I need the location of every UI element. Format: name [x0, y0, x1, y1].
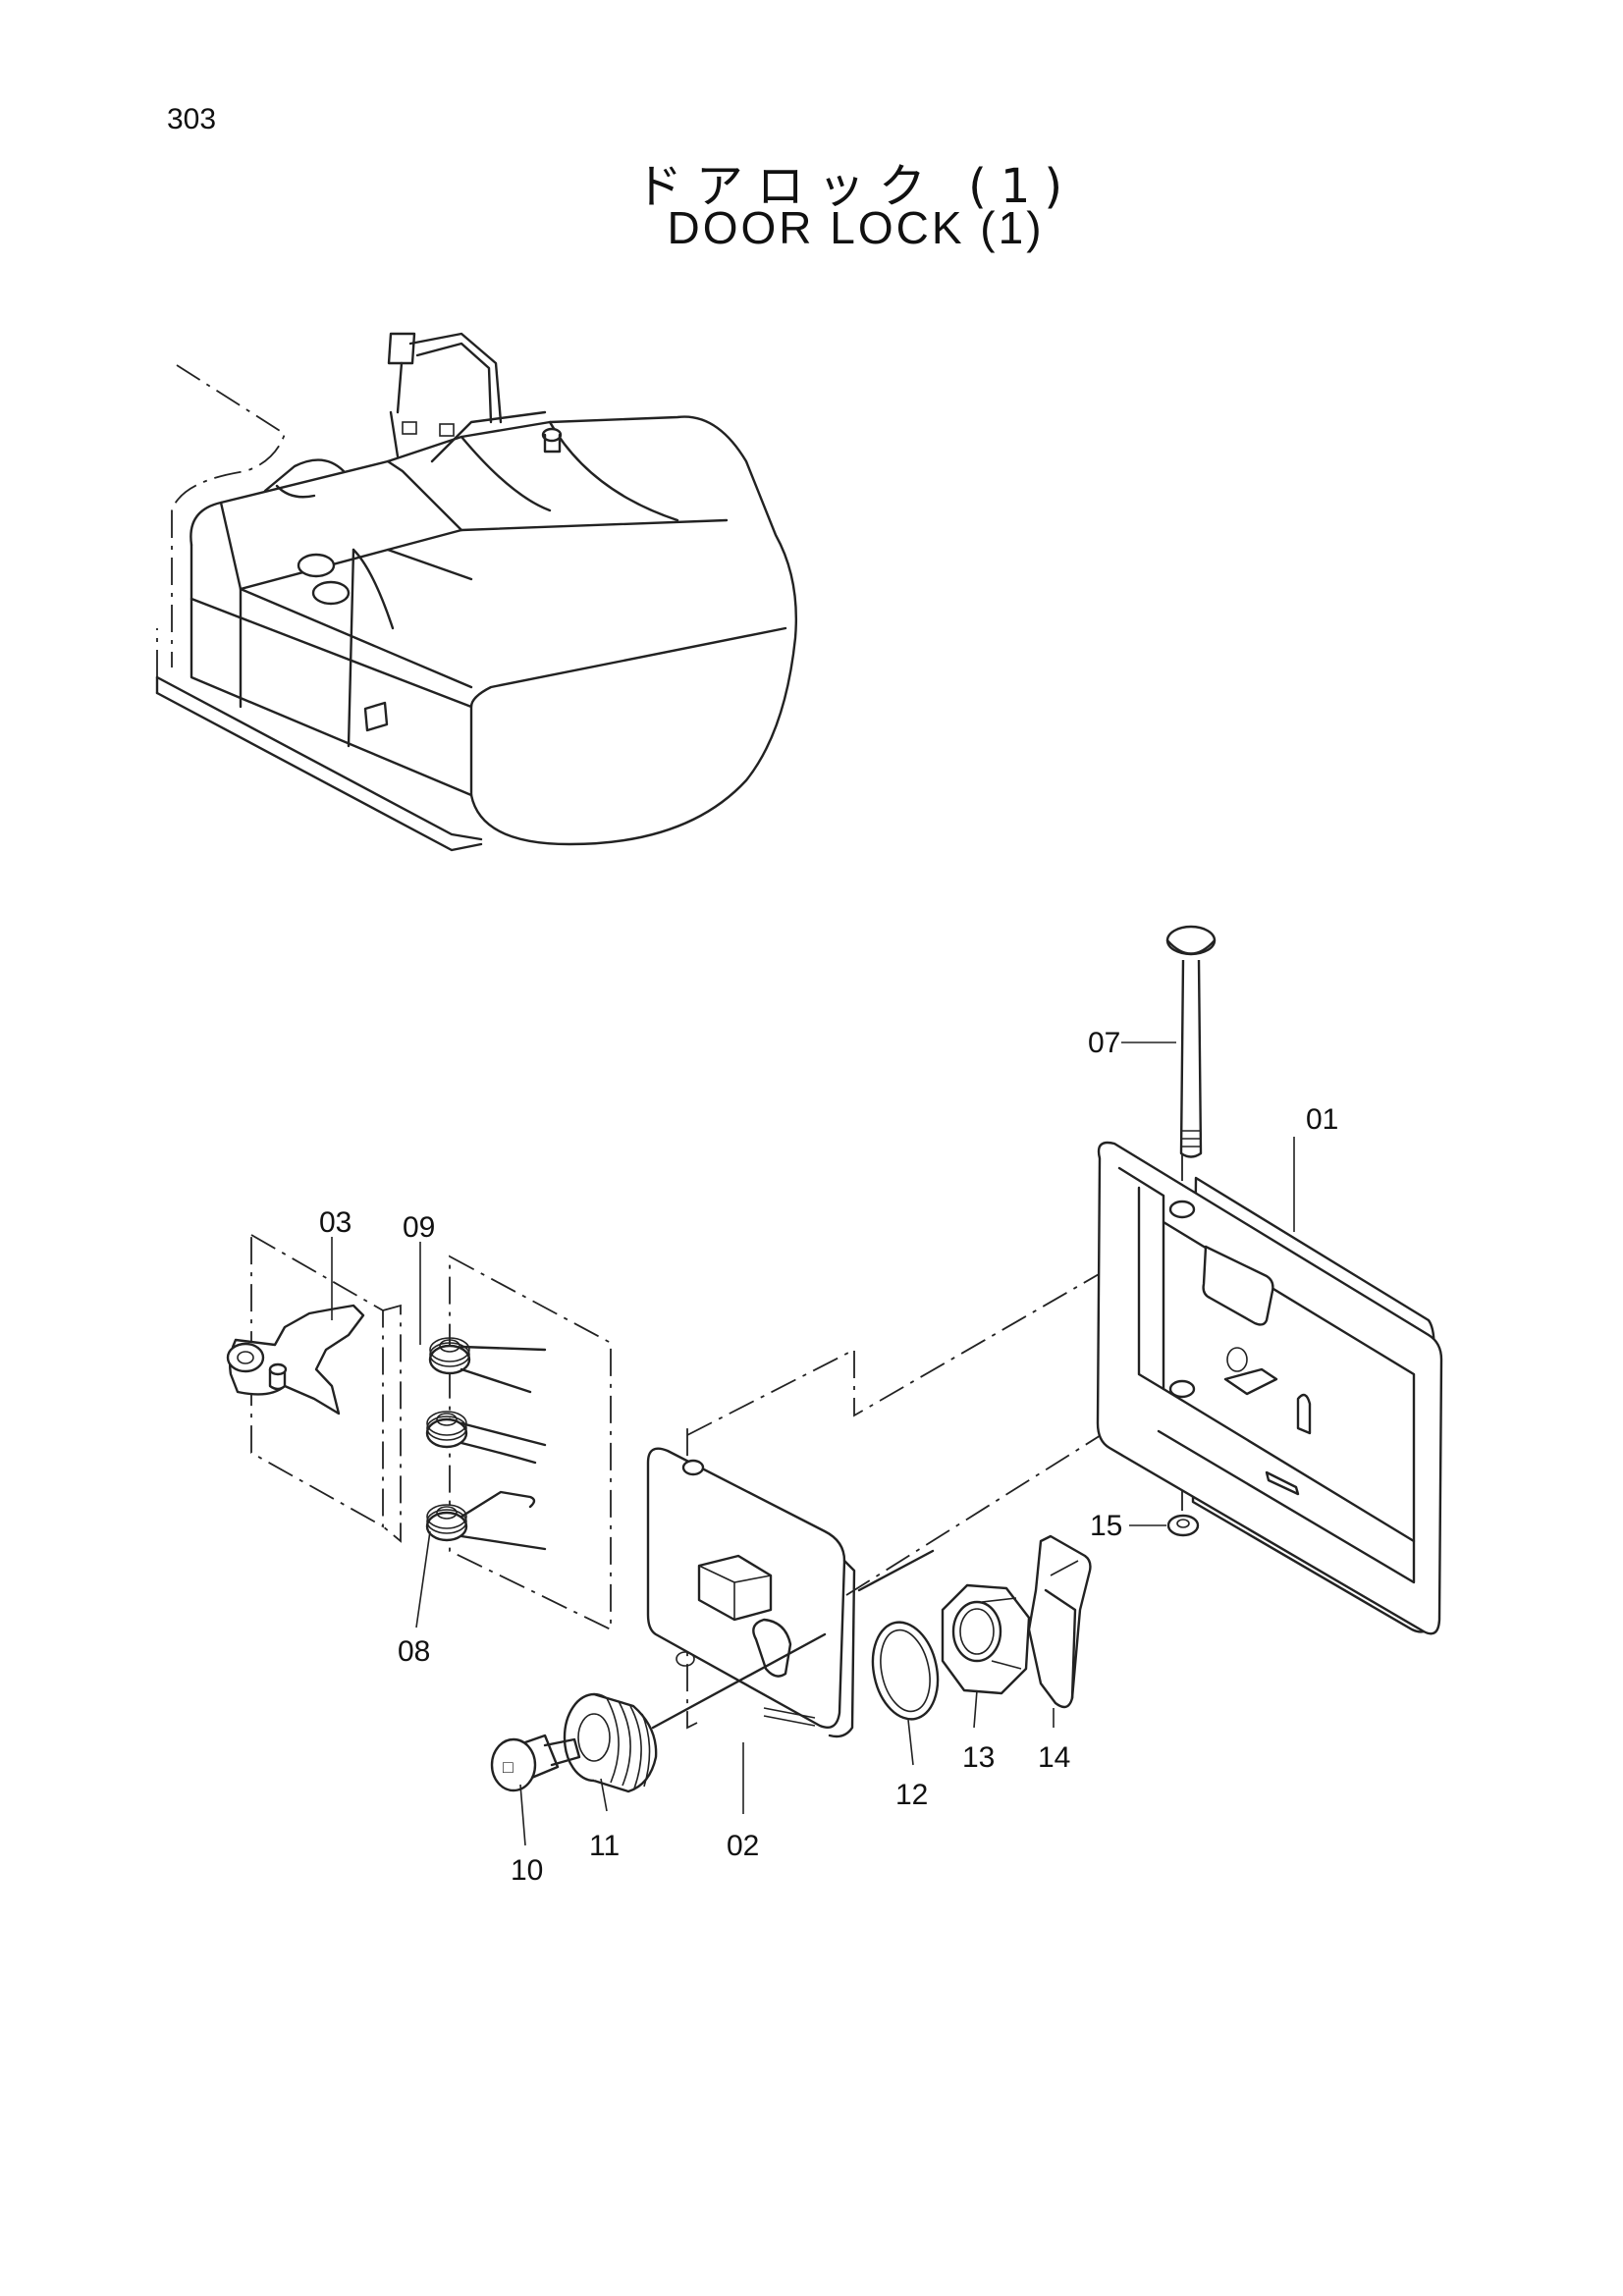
callout-03: 03	[319, 1206, 352, 1239]
title-japanese: ドアロック (1)	[634, 159, 1077, 214]
part-15-washer	[1166, 1514, 1200, 1537]
callout-01: 01	[1306, 1103, 1338, 1136]
part-14-cam	[1027, 1534, 1092, 1709]
part-13-nut	[941, 1583, 1031, 1695]
part-09-spring-b	[425, 1411, 547, 1465]
callout-14: 14	[1038, 1741, 1070, 1774]
part-10-cylinder: □	[490, 1734, 581, 1792]
callout-07: 07	[1088, 1027, 1120, 1059]
part-08-spring	[425, 1490, 547, 1551]
part-12-o-ring	[871, 1621, 940, 1721]
part-09-spring	[428, 1337, 547, 1394]
part-11-lock-body	[563, 1692, 658, 1793]
callout-02: 02	[727, 1830, 759, 1862]
callout-leaders	[331, 1041, 1295, 1846]
part-02-plate	[646, 1447, 856, 1738]
callout-15: 15	[1090, 1510, 1122, 1542]
part-07-pin	[1165, 925, 1217, 1158]
callout-09: 09	[403, 1211, 435, 1244]
svg-text:□: □	[503, 1757, 514, 1777]
title-english: DOOR LOCK (1)	[667, 202, 1045, 253]
machine-overview	[155, 332, 798, 852]
callout-13: 13	[962, 1741, 995, 1774]
callout-08: 08	[398, 1635, 430, 1668]
callout-11: 11	[589, 1830, 620, 1862]
callout-12: 12	[895, 1779, 928, 1811]
part-03-lever	[226, 1304, 365, 1415]
part-01-lock-box	[1096, 1141, 1443, 1635]
page-number: 303	[167, 103, 217, 135]
callout-10: 10	[511, 1854, 543, 1887]
